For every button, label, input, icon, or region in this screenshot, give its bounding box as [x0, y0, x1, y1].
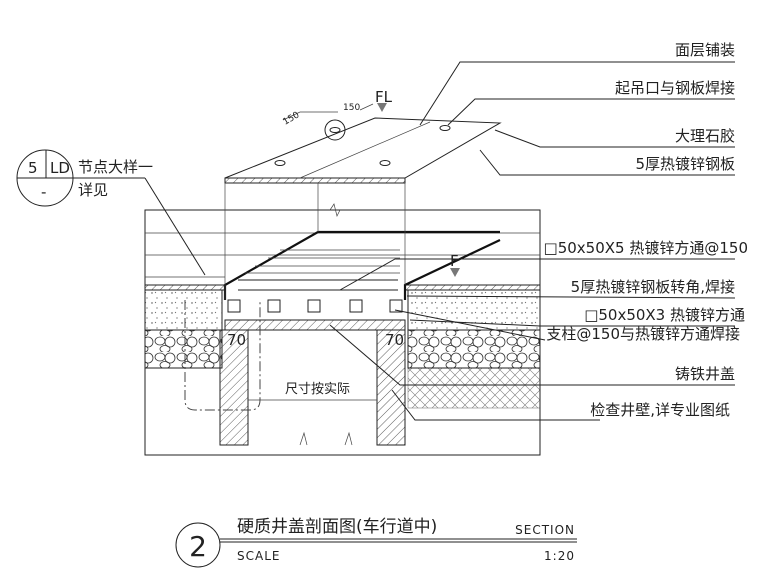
title-block	[175, 522, 577, 568]
scale-value: 1:20	[544, 549, 575, 563]
detail-sub: -	[41, 183, 46, 201]
section-label: SECTION	[515, 523, 575, 537]
label-lifting-hole: 起吊口与钢板焊接	[615, 79, 735, 97]
fl-level-marker-icon	[377, 103, 387, 112]
label-well-wall: 检查井壁,详专业图纸	[590, 401, 730, 419]
fl-label: FL	[375, 88, 393, 106]
label-surface-paving: 面层铺装	[675, 41, 735, 59]
label-square-tube-150: □50x50X5 热镀锌方通@150	[544, 239, 748, 257]
lifting-hole-icon	[329, 127, 341, 133]
detail-note-2: 详见	[78, 181, 108, 199]
fl-label-2: F	[450, 252, 459, 270]
size-note: 尺寸按实际	[285, 382, 350, 397]
label-plate-corner: 5厚热镀锌钢板转角,焊接	[571, 278, 735, 296]
label-cast-iron-cover: 铸铁井盖	[675, 365, 735, 383]
detail-number: 5	[28, 159, 38, 177]
detail-sheet: LD	[50, 159, 70, 177]
leader-lines	[329, 61, 736, 421]
ground-section	[144, 209, 541, 456]
label-marble-glue: 大理石胶	[675, 127, 735, 145]
dim-b: 150	[343, 103, 360, 113]
scale-label: SCALE	[237, 549, 280, 563]
label-support-post: 支柱@150与热镀锌方通焊接	[546, 325, 740, 343]
gap-right: 70	[385, 331, 404, 349]
label-steel-plate: 5厚热镀锌钢板	[635, 155, 735, 173]
top-plate	[224, 103, 502, 300]
lifting-hole-callout	[324, 119, 346, 141]
detail-reference	[16, 149, 206, 276]
title-number: 2	[189, 530, 207, 563]
gap-left: 70	[227, 331, 246, 349]
label-square-tube-3: □50x50X3 热镀锌方通	[584, 306, 745, 324]
detail-note-1: 节点大样一	[78, 158, 153, 176]
drawing-title: 硬质井盖剖面图(车行道中)	[237, 517, 437, 537]
